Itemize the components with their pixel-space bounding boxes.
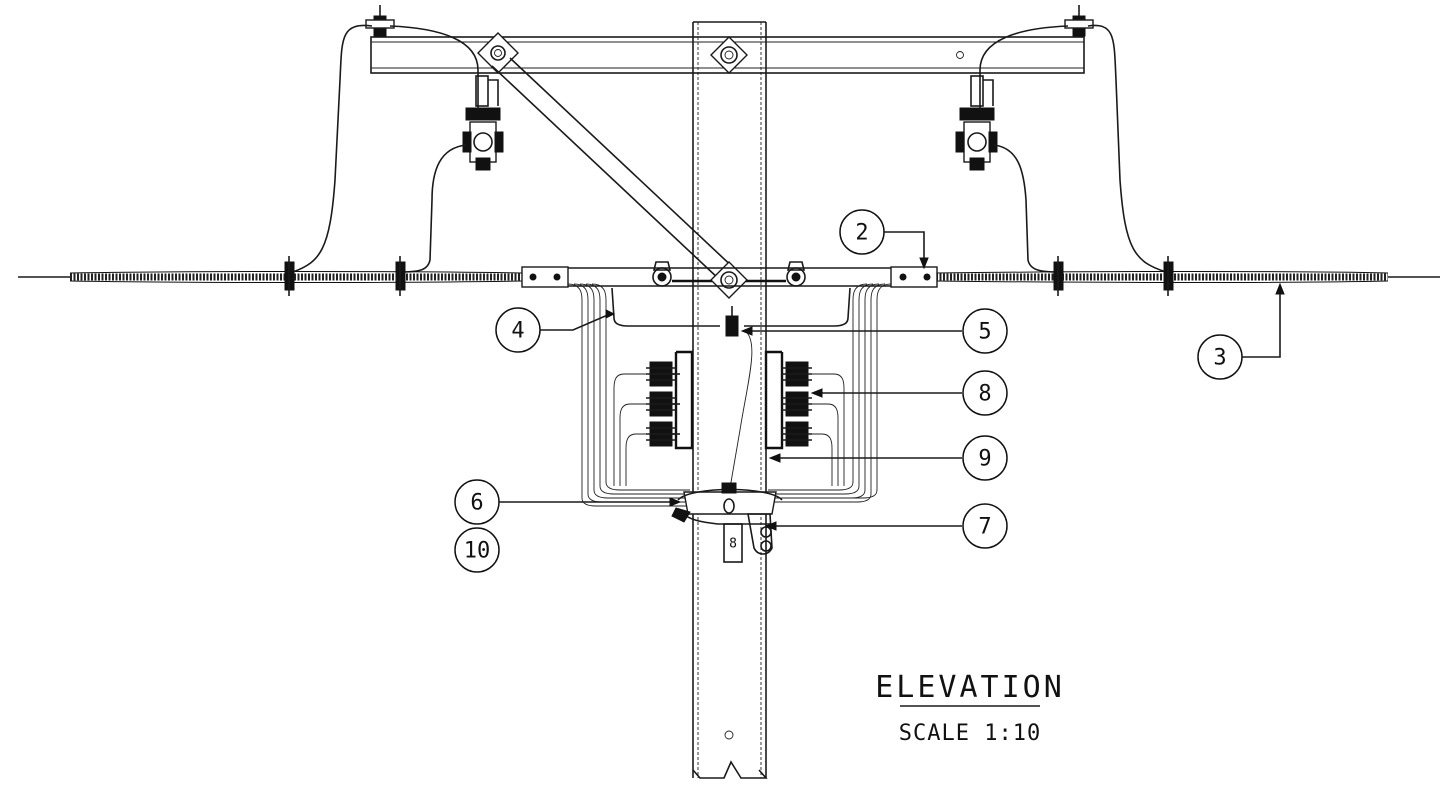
callout-3: 3 [1197,334,1243,380]
arrester-l2 [646,391,680,417]
callout-6-label: 6 [470,491,483,516]
callout-4-label: 4 [511,319,524,344]
brace-bottom-bolt [710,261,748,299]
arrester-left [462,75,504,171]
callout-6: 6 [454,479,500,525]
arrester-bracket-left [613,350,694,486]
callout-7: 7 [962,503,1008,549]
dead-end-assembly [521,261,938,288]
view-title: ELEVATION [875,670,1065,705]
arrester-r3 [782,421,812,447]
pole [692,21,768,779]
callout-8: 8 [962,370,1008,416]
lower-junction-bracket [671,482,783,563]
leader-lines [499,231,1285,531]
callout-2-label: 2 [855,221,868,246]
callout-5: 5 [962,308,1008,354]
arrester-l3 [646,421,680,447]
view-scale: SCALE 1:10 [899,721,1041,746]
callout-3-label: 3 [1213,346,1226,371]
arrester-r1 [782,361,812,387]
callout-2: 2 [839,209,885,255]
callout-9-label: 9 [978,447,991,472]
riser-cables-right [768,283,892,503]
callout-4: 4 [495,307,541,353]
main-conductor [18,271,1440,283]
view-title-block: ELEVATION SCALE 1:10 [875,670,1065,746]
arrester-right [955,75,998,171]
callout-10-label: 10 [464,539,491,564]
neutral-lead [611,287,851,489]
top-insulator-right [1064,5,1094,37]
eye-bolt-right [786,261,806,287]
callout-9: 9 [962,435,1008,481]
crossarm [370,32,1085,74]
callout-8-label: 8 [978,382,991,407]
arrester-r2 [782,391,812,417]
callout-7-label: 7 [978,515,991,540]
brace-top-bolt [477,32,519,74]
jumper-wires [292,24,1167,273]
crossarm-bolt [710,36,748,74]
clamp-3 [1053,256,1064,296]
clamp-2 [395,256,406,296]
top-insulator-left [365,5,395,37]
clamp-1 [284,256,295,296]
eye-bolt-left [652,261,672,287]
bracket-mark-text: 8 [729,537,737,552]
callout-5-label: 5 [978,320,991,345]
crossarm-brace [491,57,748,299]
callout-10: 10 [454,527,500,573]
line-clamps [284,256,1174,296]
clamp-4 [1163,256,1174,296]
arrester-bracket-right [764,350,845,486]
